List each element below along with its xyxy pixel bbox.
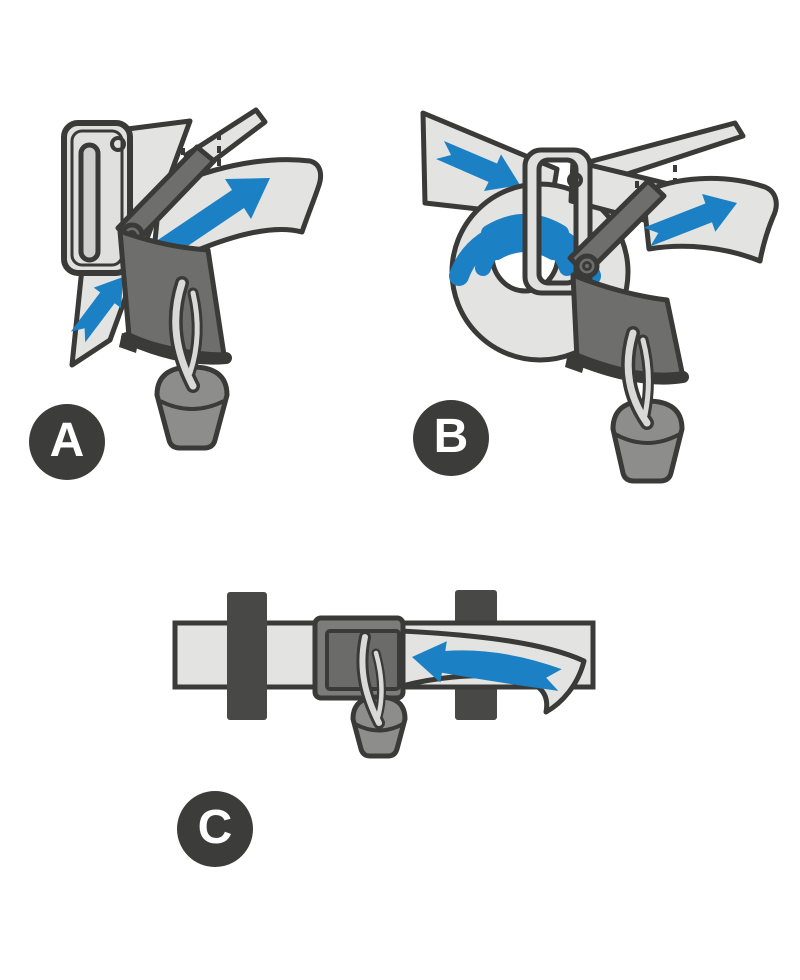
stopper-cord xyxy=(621,326,654,430)
step-b-label: B xyxy=(433,410,469,463)
left-post xyxy=(227,592,267,720)
arrow-feed-up-icon xyxy=(70,277,123,343)
step-a-badge: A xyxy=(29,404,105,480)
step-a-illustration xyxy=(61,107,324,451)
step-c-badge: C xyxy=(177,791,253,867)
arrow-feed-direction-icon xyxy=(436,141,520,191)
step-c-label: C xyxy=(197,801,233,854)
buckle-frame xyxy=(61,120,133,276)
stopper-cord xyxy=(168,276,203,393)
arrow-tighten-left-icon xyxy=(412,641,562,691)
strap-free-end xyxy=(149,157,324,274)
step-c-illustration xyxy=(172,590,596,759)
step-b-illustration xyxy=(420,110,779,484)
stopper-cord xyxy=(356,631,386,729)
step-b-badge: B xyxy=(413,400,489,476)
cam-lever xyxy=(567,178,667,279)
cam-body xyxy=(565,272,689,385)
step-a-label: A xyxy=(49,414,85,467)
arrow-pull-through-icon xyxy=(643,194,737,247)
